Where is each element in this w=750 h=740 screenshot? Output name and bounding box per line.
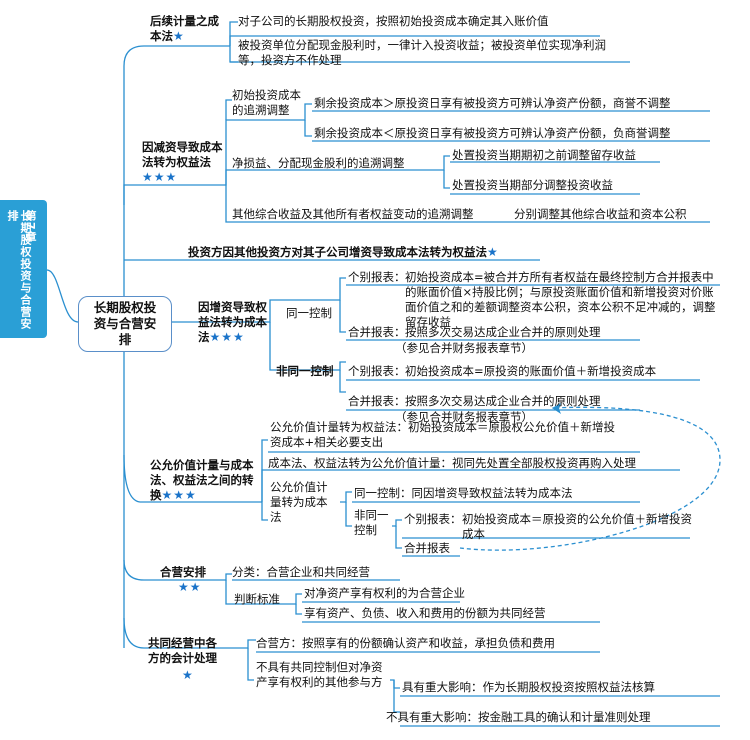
b5-item3-label: 公允价值计量转为成本法 (270, 480, 328, 524)
b5-item3-individual-text: 初始投资成本＝原投资的公允价值＋新增投资成本 (462, 512, 692, 541)
b4-same-individual-text: 初始投资成本=被合并方所有者权益在最终控制方合并报表中的账面价值×持股比例；与原… (405, 270, 716, 329)
star-icon: ★★ (178, 580, 202, 594)
b2-sub2-label: 净损益、分配现金股利的追溯调整 (232, 156, 405, 170)
b4-nonsame-control-label: 非同一控制 (276, 364, 334, 378)
b4-same-individual-label: 个别报表： (348, 270, 406, 284)
b2-sub2-item-1: 处置投资当期期初之前调整留存收益 (452, 148, 636, 162)
branch-reduce-investment-title: 因减资导致成本法转为权益法 (142, 140, 223, 169)
branch-cost-method-title: 后续计量之成本法 (150, 14, 219, 43)
b5-item2-text: 视同先处置全部股权投资再购入处理 (452, 456, 636, 470)
b7-significant-label: 具有重大影响： (402, 680, 483, 694)
branch-other-investor: 投资方因其他投资方对其子公司增资导致成本法转为权益法★ (188, 245, 499, 260)
chapter-tab: 第7章 长期股权投资与合营安排 (0, 200, 47, 338)
b6-class-label: 分类： (232, 565, 267, 579)
branch-reduce-investment: 因减资导致成本法转为权益法★★★ (142, 140, 224, 185)
b4-nonsame-consolidated-note: （参见合并财务报表章节） (395, 410, 533, 424)
root-label: 长期股权投资与合营安排 (93, 300, 157, 347)
b5-item2: 成本法、权益法转为公允价值计量：视同先处置全部股权投资再购入处理 (268, 456, 636, 471)
b5-item3-same: 同一控制：同因增资导致权益法转为成本法 (354, 486, 573, 501)
b7-nonsignificant-text: 按金融工具的确认和计量准则处理 (478, 710, 651, 724)
arrow-head-icon (552, 403, 561, 414)
b2-sub1-item-1: 剩余投资成本＞原投资日享有被投资方可辨认净资产份额，商誉不调整 (314, 96, 671, 110)
branch-increase-investment: 因增资导致权益法转为成本法★★★ (198, 300, 268, 345)
b4-same-consolidated-text: 按照多次交易达成企业合并的原则处理 (405, 325, 601, 339)
b6-criteria-label: 判断标准 (234, 592, 280, 606)
b7-operator-text: 按照享有的份额确认资产和收益，承担负债和费用 (302, 636, 555, 650)
b5-item3-nonsame-label: 非同一控制 (354, 508, 389, 537)
branch-joint-operation-stars: ★ (182, 668, 194, 683)
b1-item-1: 对子公司的长期股权投资，按照初始投资成本确定其入账价值 (238, 14, 549, 28)
star-icon: ★★★ (161, 488, 197, 502)
b7-operator: 合营方：按照享有的份额确认资产和收益，承担负债和费用 (256, 636, 555, 651)
root-node: 长期股权投资与合营安排 (78, 296, 172, 352)
star-icon: ★ (487, 245, 499, 259)
branch-cost-method: 后续计量之成本法★ (150, 14, 230, 44)
b5-item1: 公允价值计量转为权益法：初始投资成本＝原股权公允价值＋新增投资成本+相关必要支出 (270, 420, 620, 450)
b5-item1-label: 公允价值计量转为权益法： (270, 420, 408, 434)
branch-joint-operation: 共同经营中各方的会计处理 (148, 636, 217, 665)
star-icon: ★★★ (142, 170, 178, 184)
branch-joint-arrangement-stars: ★★ (178, 580, 202, 595)
chapter-number: 第7章 (24, 210, 37, 243)
b4-same-consolidated-note: （参见合并财务报表章节） (395, 341, 533, 355)
b4-nonsame-consolidated-label: 合并报表： (348, 394, 406, 408)
b6-criteria-item-1: 对净资产享有权利的为合营企业 (304, 586, 465, 600)
b2-sub3-label: 其他综合收益及其他所有者权益变动的追溯调整 (232, 207, 474, 221)
branch-other-investor-title: 投资方因其他投资方对其子公司增资导致成本法转为权益法 (188, 245, 487, 259)
b4-nonsame-consolidated-text: 按照多次交易达成企业合并的原则处理 (405, 394, 601, 408)
b2-sub3-value: 分别调整其他综合收益和资本公积 (514, 207, 687, 221)
cross-reference-arrow (459, 406, 721, 551)
b5-item3-same-text: 同因增资导致权益法转为成本法 (411, 486, 573, 500)
branch-fair-value: 公允价值计量与成本法、权益法之间的转换★★★ (150, 458, 262, 503)
b6-class: 分类：合营企业和共同经营 (232, 565, 370, 580)
b7-operator-label: 合营方： (256, 636, 302, 650)
b7-significant-text: 作为长期股权投资按照权益法核算 (482, 680, 656, 694)
b6-criteria-item-2: 享有资产、负债、收入和费用的份额为共同经营 (304, 606, 546, 620)
b4-nonsame-individual-text: 初始投资成本=原投资的账面价值＋新增投资成本 (405, 364, 657, 378)
b5-item2-label: 成本法、权益法转为公允价值计量： (268, 456, 452, 470)
b7-nonjoint-label: 不具有共同控制但对净资产享有权利的其他参与方 (256, 660, 383, 689)
b5-item3-individual-label: 个别报表： (404, 512, 462, 526)
star-icon: ★★★ (209, 330, 245, 344)
b2-sub1-item-2: 剩余投资成本＜原投资日享有被投资方可辨认净资产份额，负商誉调整 (314, 126, 671, 140)
branch-joint-arrangement: 合营安排 (160, 565, 206, 579)
b1-item-2: 被投资单位分配现金股利时，一律计入投资收益；被投资单位实现净利润等，投资方不作处… (238, 38, 606, 67)
b2-sub1-label: 初始投资成本的追溯调整 (232, 88, 301, 117)
b7-nonsignificant-label: 不具有重大影响： (386, 710, 478, 724)
chapter-title-part: 第7章 (24, 210, 37, 243)
b7-significant: 具有重大影响：作为长期股权投资按照权益法核算 (402, 680, 655, 695)
b6-class-text: 合营企业和共同经营 (266, 565, 371, 579)
branch-increase-investment-title: 因增资导致权益法转为成本法 (198, 300, 267, 344)
star-icon: ★ (173, 29, 185, 43)
b4-same-control-label: 同一控制 (286, 306, 332, 320)
b5-item1-text: 初始投资成本＝原股权公允价值＋新增投资成本+相关必要支出 (270, 420, 615, 449)
b2-sub2-item-2: 处置投资当期部分调整投资收益 (452, 178, 613, 192)
b4-same-consolidated-label: 合并报表： (348, 325, 406, 339)
star-icon: ★ (182, 668, 194, 682)
b4-nonsame-individual-label: 个别报表： (348, 364, 406, 378)
chapter-title: 长期股权投资与合营安排 (6, 210, 32, 330)
b5-item3-same-label: 同一控制： (354, 486, 412, 500)
branch-fair-value-title: 公允价值计量与成本法、权益法之间的转换 (150, 458, 254, 502)
b7-nonsignificant: 不具有重大影响：按金融工具的确认和计量准则处理 (386, 710, 651, 725)
b5-item3-consolidated-label: 合并报表 (404, 541, 450, 555)
